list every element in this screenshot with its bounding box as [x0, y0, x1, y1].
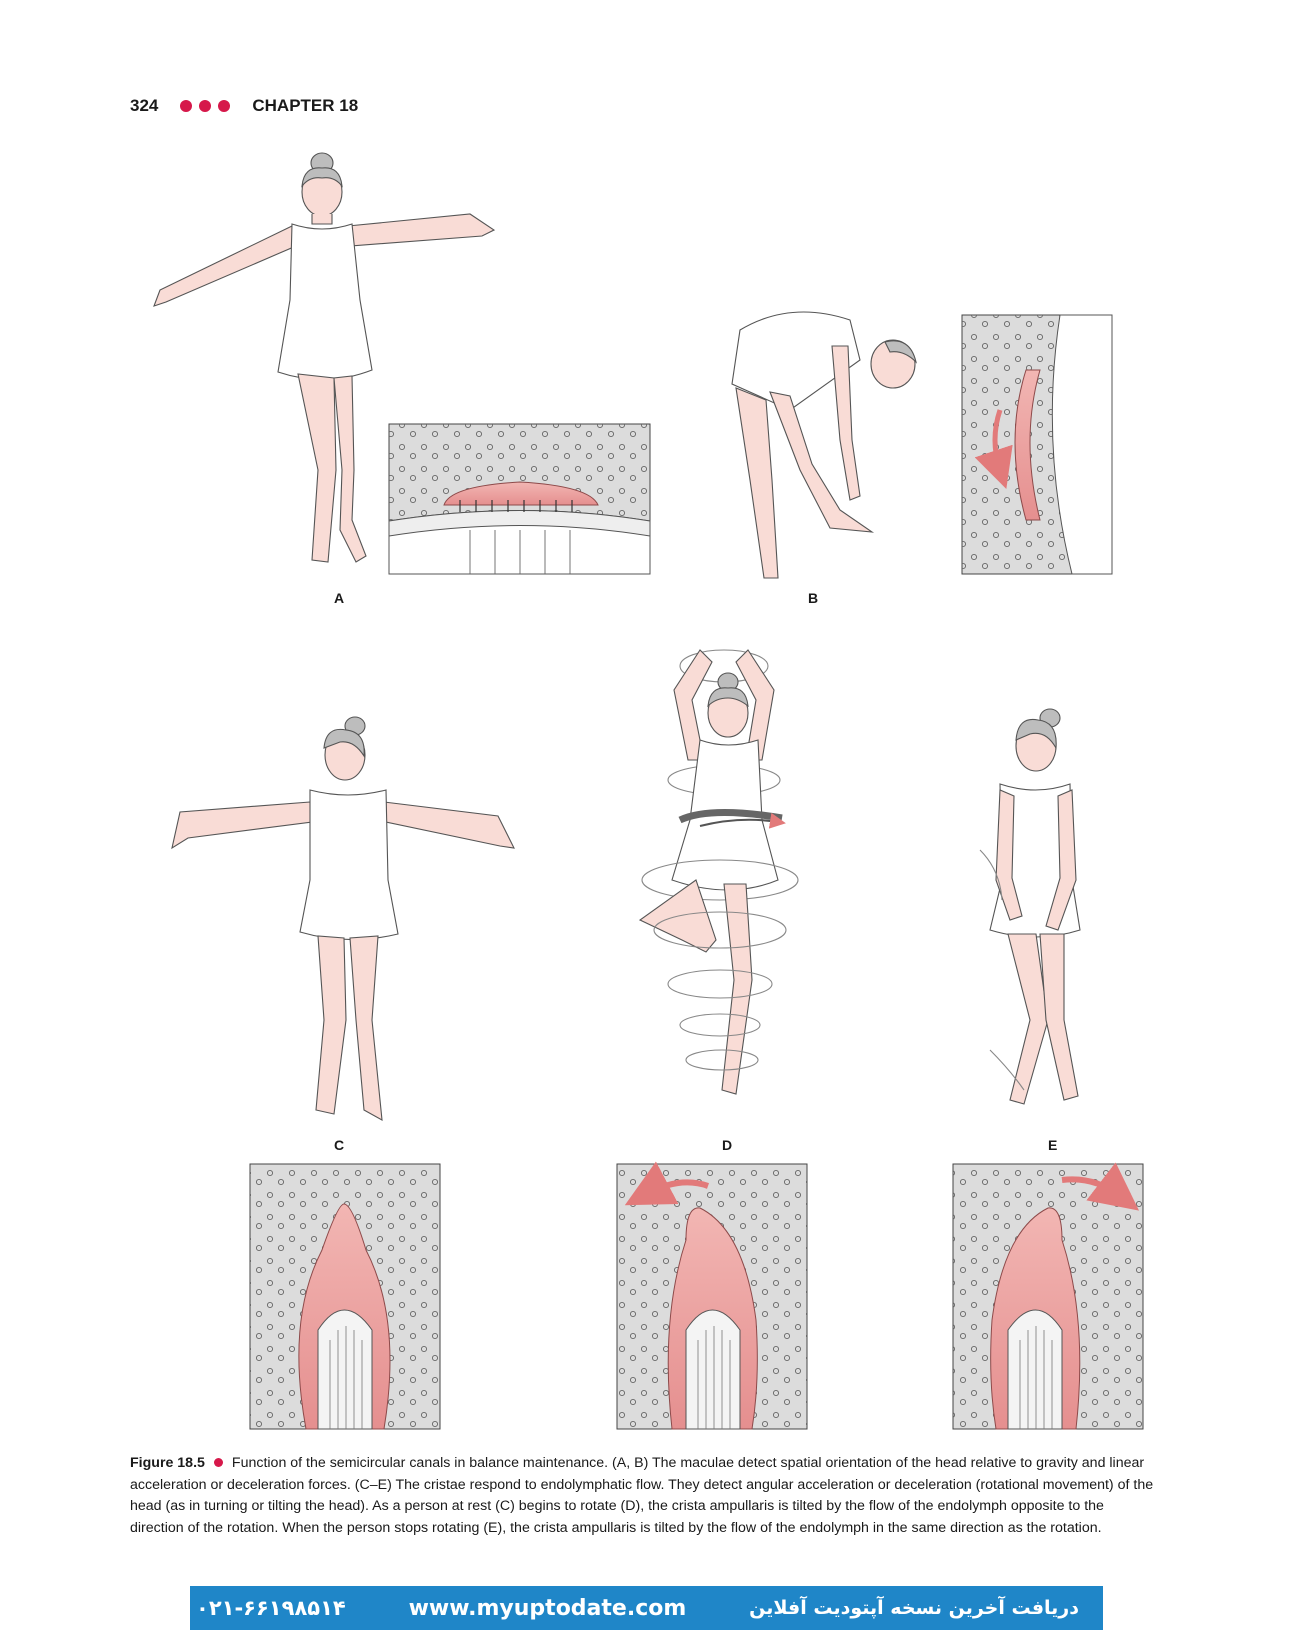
- inset-e-crista: [952, 1162, 1144, 1430]
- dancer-d: [638, 649, 799, 1095]
- dancer-c: [171, 716, 515, 1121]
- dancer-b: [731, 311, 917, 579]
- header-dots: [180, 100, 231, 112]
- label-d: D: [722, 1137, 733, 1153]
- caption-dot: [213, 1458, 223, 1468]
- banner-persian-text: دریافت آخرین نسخه آپتودیت آفلاین: [749, 1597, 1079, 1619]
- inset-a-macula: [388, 423, 651, 575]
- footer-banner: ۰۲۱-۶۶۱۹۸۵۱۴ www.myuptodate.com دریافت آ…: [190, 1586, 1103, 1630]
- dancer-a: [153, 152, 496, 563]
- banner-url[interactable]: www.myuptodate.com: [408, 1595, 687, 1621]
- label-a: A: [334, 590, 345, 606]
- running-header: 324 CHAPTER 18: [130, 96, 358, 116]
- caption-text: Function of the semicircular canals in b…: [130, 1455, 1154, 1536]
- dancer-e: [979, 708, 1081, 1105]
- inset-b-macula: [961, 314, 1113, 575]
- label-c: C: [334, 1137, 345, 1153]
- label-e: E: [1048, 1137, 1058, 1153]
- inset-c-crista: [249, 1163, 441, 1430]
- banner-phone: ۰۲۱-۶۶۱۹۸۵۱۴: [196, 1596, 346, 1620]
- chapter-title: CHAPTER 18: [252, 96, 359, 115]
- page-number: 324: [130, 96, 159, 115]
- label-b: B: [808, 590, 819, 606]
- figure-number: Figure 18.5: [130, 1455, 205, 1471]
- inset-d-crista: [616, 1161, 808, 1430]
